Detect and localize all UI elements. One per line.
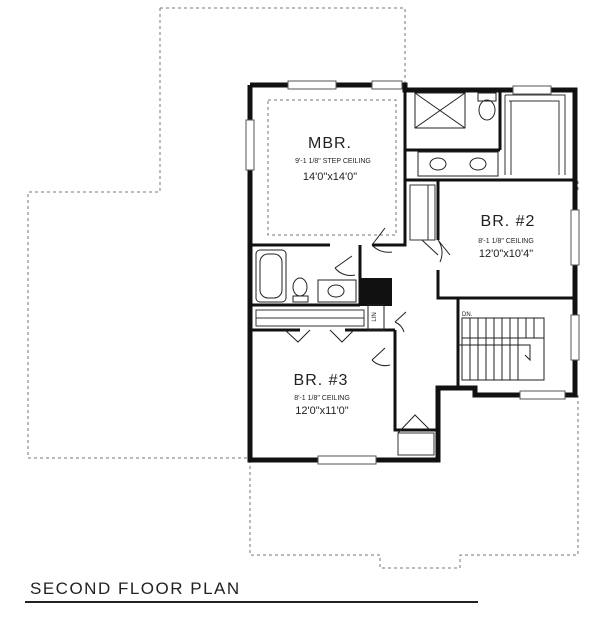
exterior-walls — [247, 82, 578, 463]
br3-size: 12'0"x11'0" — [295, 405, 348, 417]
hall-bath-fixtures — [255, 249, 357, 303]
staircase: DN. — [458, 312, 545, 381]
window-mbr-right — [371, 80, 403, 90]
vanity — [417, 151, 499, 177]
toilet-tank — [477, 92, 497, 102]
mbr-door — [371, 227, 393, 253]
master-bath-fixtures — [414, 92, 499, 177]
br3-name: BR. #3 — [294, 372, 349, 389]
roof-outline — [27, 7, 579, 569]
hall-toilet — [292, 277, 308, 297]
window-bath — [512, 85, 552, 95]
br2-closet — [409, 184, 436, 241]
plan-title: SECOND FLOOR PLAN — [30, 579, 241, 598]
sink-left — [429, 157, 447, 171]
toilet-bowl — [478, 99, 496, 121]
shower — [414, 92, 466, 129]
mechanical-chase — [360, 278, 392, 306]
br3-closet — [255, 309, 365, 343]
hall-vanity — [317, 279, 357, 303]
window-mbr-left — [287, 80, 337, 90]
br3-ceiling: 8'-1 1/8" CEILING — [294, 395, 350, 402]
linen-closet: LIN — [367, 304, 385, 331]
window-mbr-west — [245, 119, 255, 171]
windows — [245, 80, 580, 465]
stairs-down-label: DN. — [462, 312, 473, 318]
mbr-name: MBR. — [308, 135, 352, 152]
window-br3-bottom — [317, 455, 377, 465]
mbr-size: 14'0"x14'0" — [303, 171, 357, 183]
stair-closet — [397, 414, 435, 456]
master-closet-shelving — [504, 94, 566, 175]
sink-right — [469, 157, 487, 171]
hall-sink — [327, 284, 345, 298]
br2-name: BR. #2 — [481, 213, 536, 230]
br2-size: 12'0"x10'4" — [479, 248, 533, 260]
tub — [255, 249, 287, 303]
window-stair-bottom — [519, 390, 566, 400]
window-br2-side — [570, 209, 580, 266]
window-stair-side — [570, 314, 580, 361]
hall-doors — [334, 239, 451, 367]
linen-label: LIN — [372, 312, 378, 321]
mbr-step-ceiling-outline — [267, 99, 397, 236]
br2-ceiling: 8'-1 1/8" CEILING — [478, 238, 534, 245]
mbr-ceiling: 9'-1 1/8" STEP CEILING — [295, 158, 371, 165]
